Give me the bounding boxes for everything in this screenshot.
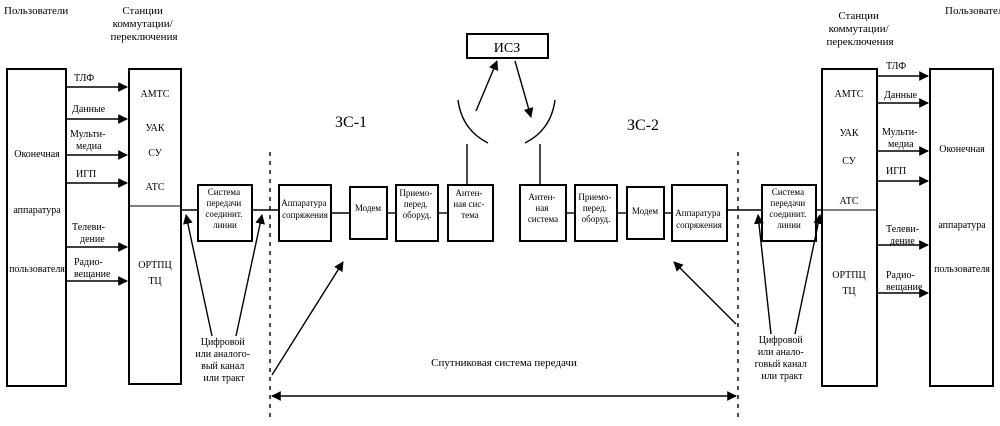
left-switch-uak: УАК	[145, 123, 164, 134]
es1-interface-label: Аппаратура сопряжения	[281, 198, 328, 220]
right-terminal-line-1: Оконечная	[939, 144, 985, 155]
right-switch-uak: УАК	[839, 128, 858, 139]
es1-antenna-label: Антен- ная сис- тема	[453, 188, 486, 220]
uplink-arrow	[475, 60, 499, 112]
right-switch-ats: АТС	[839, 196, 858, 207]
es2-antenna-box	[519, 184, 567, 242]
left-service-tv: Телеви- дение	[72, 222, 108, 245]
right-broadcast-ortpc: ОРТПЦ	[832, 270, 865, 281]
satellite-system-pointer-right	[673, 261, 737, 325]
right-stations-header: Станции коммутации/ переключения	[826, 10, 893, 48]
left-service-data: Данные	[72, 104, 106, 115]
left-service-igp: ИГП	[76, 169, 96, 180]
left-switch-su: СУ	[148, 148, 163, 159]
right-channel-note: Цифровой или анало- говый канал или трак…	[755, 335, 810, 382]
es2-modem-label: Модем	[632, 206, 659, 216]
es1-antenna-dish	[457, 99, 489, 144]
left-channel-arrow-2	[235, 214, 265, 337]
left-terminal-equipment-box	[6, 68, 67, 387]
left-service-radio: Радио- вещание	[74, 257, 111, 280]
left-channel-arrow-1	[183, 214, 213, 337]
left-switching-station-box	[128, 68, 182, 385]
es1-transceiver-box	[395, 184, 439, 242]
earth-station-2-label: ЗС-2	[627, 117, 659, 134]
satellite-system-pointer-left	[271, 261, 344, 376]
right-switch-su: СУ	[842, 156, 857, 167]
left-terminal-line-1: Оконечная	[14, 149, 60, 160]
right-terminal-equipment-box	[929, 68, 994, 387]
satellite-box	[466, 33, 549, 59]
es2-modem-box	[626, 186, 665, 240]
left-broadcast-ortpc: ОРТПЦ	[138, 260, 171, 271]
left-service-multimedia: Мульти- медиа	[70, 129, 108, 152]
right-channel-arrow-1	[754, 214, 772, 335]
right-service-tv: Телеви- дение	[886, 224, 922, 247]
es1-transceiver-label: Приемо- перед. оборуд.	[399, 188, 434, 220]
satellite-label: ИСЗ	[494, 41, 520, 56]
right-service-radio: Радио- вещание	[886, 270, 923, 293]
right-switch-amts: АМТС	[835, 89, 864, 100]
earth-station-1-label: ЗС-1	[335, 114, 367, 131]
right-service-multimedia: Мульти- медиа	[882, 127, 920, 150]
left-switch-amts: АМТС	[141, 89, 170, 100]
downlink-arrow	[514, 60, 534, 118]
left-service-tlf: ТЛФ	[74, 73, 94, 84]
es1-modem-box	[349, 186, 388, 240]
es2-interface-label: Аппаратура сопряжения	[675, 208, 722, 230]
es2-antenna-dish	[524, 99, 556, 144]
left-terminal-line-2: аппаратура	[13, 205, 61, 216]
left-transmission-system-box	[197, 184, 253, 242]
right-service-igp: ИГП	[886, 166, 906, 177]
es2-antenna-label: Антен- ная система	[528, 192, 558, 224]
right-terminal-line-3: пользователя	[934, 264, 990, 275]
right-channel-arrow-2	[794, 214, 823, 335]
right-broadcast-tc: ТЦ	[842, 286, 855, 297]
es1-antenna-box	[447, 184, 494, 242]
right-terminal-line-2: аппаратура	[938, 220, 986, 231]
left-users-header: Пользователи	[4, 5, 68, 17]
right-transmission-system-box	[761, 184, 817, 242]
right-service-tlf: ТЛФ	[886, 61, 906, 72]
left-terminal-line-3: пользователя	[9, 264, 65, 275]
satellite-system-label: Спутниковая система передачи	[431, 357, 577, 369]
left-stations-header: Станции коммутации/ переключения	[110, 5, 177, 43]
es2-interface-box	[671, 184, 728, 242]
right-users-header: Пользователи	[945, 5, 1000, 17]
left-transmission-system-label: Система передачи соединит. линии	[205, 187, 244, 230]
left-switch-ats: АТС	[145, 182, 164, 193]
left-channel-note: Цифровой или аналого- вый канал или трак…	[195, 337, 252, 384]
right-switching-station-box	[821, 68, 878, 387]
left-broadcast-tc: ТЦ	[148, 276, 161, 287]
es1-modem-label: Модем	[355, 203, 382, 213]
right-transmission-system-label: Система передачи соединит. линии	[769, 187, 808, 230]
right-service-data: Данные	[884, 90, 918, 101]
es2-transceiver-label: Приемо- перед. оборуд.	[578, 192, 613, 224]
